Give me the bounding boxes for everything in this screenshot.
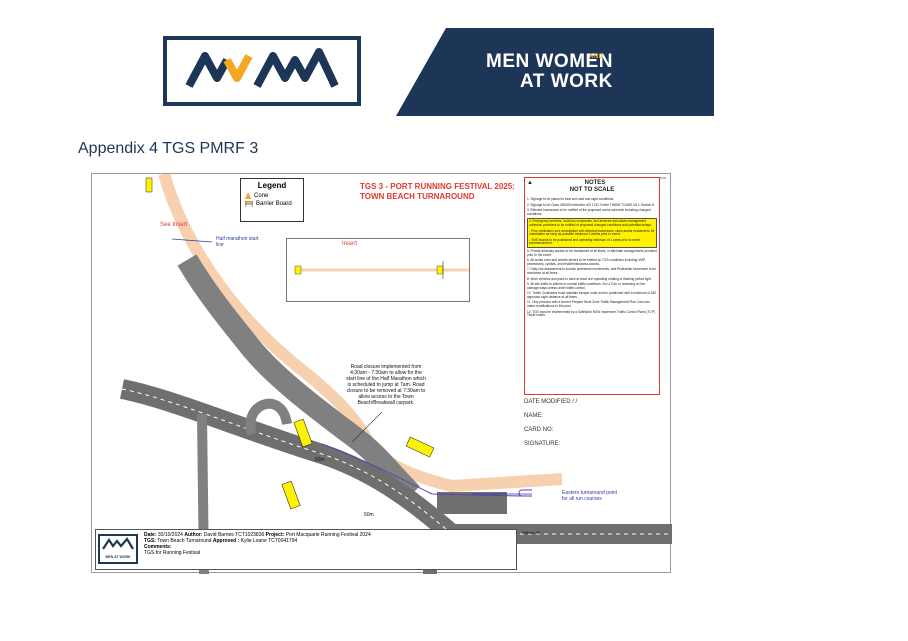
brand-and: AND (589, 54, 604, 60)
distance-label: 50m (315, 457, 325, 463)
see-insert-label: See Insert (160, 222, 188, 228)
car-park (437, 492, 507, 514)
breakwall-road (177, 254, 420, 502)
notes-title: NOTES (584, 180, 606, 186)
note-item: 9. All site traffic to adhere to normal … (527, 282, 646, 290)
appendix-title: Appendix 4 TGS PMRF 3 (78, 140, 259, 157)
insert-drawing (294, 261, 469, 279)
turnaround-icon (518, 489, 532, 497)
note-item: - Prior notification and consultation wi… (529, 228, 655, 237)
brand-name: MEN WOMEN AND AT WORK (450, 52, 710, 92)
legend-item-cone: Cone (241, 190, 303, 199)
road-closure-note: Road closure implemented from 4:30am - 7… (346, 364, 426, 406)
traffic-plan: www.tcaster.com Legend Cone Barrier Boar… (91, 173, 672, 574)
note-item: - VMS boards to be positioned and operat… (529, 237, 641, 246)
modification-form: DATE MODIFIED / / NAME: CARD NO: SIGNATU… (524, 395, 577, 451)
brand-banner (396, 28, 714, 116)
barrier-board-icon (245, 201, 253, 207)
brand-line-1: MEN WOMEN (486, 51, 613, 72)
sign-icon (145, 177, 153, 193)
cone-icon (245, 192, 251, 199)
notes-header: ▲ NOTES NOT TO SCALE (527, 180, 657, 194)
road-map-drawing (119, 174, 672, 574)
run-route (321, 443, 523, 497)
note-item: 4. Emergency services, local bus compani… (529, 219, 652, 227)
title-block-comments: TGS for Running Festival (144, 550, 201, 556)
street-label-william: William St (522, 530, 540, 535)
title-block: MEN AT WORK Date: 30/10/2024 Author: Dav… (95, 529, 517, 570)
title-block-comments-label: Comments: (144, 544, 172, 550)
note-item: 3. Effected businesses to be notified of… (527, 208, 651, 216)
title-block-line-1: Date: 30/10/2024 Author: David Barnes TC… (144, 532, 371, 538)
barrier-board-icon (293, 418, 313, 448)
legend-label: Cone (254, 192, 269, 199)
title-block-logo-text: MEN AT WORK (105, 555, 131, 559)
maw-logo-icon (185, 48, 339, 88)
legend-label: Barrier Board (256, 201, 292, 207)
note-item: 10. Traffic Controllers must maintain es… (527, 291, 657, 299)
note-item: 8. Work vehicles and plant to have at le… (527, 276, 652, 281)
maw-logo-icon (102, 537, 134, 550)
note-item: 12. TGS must be implemented by a SafeWor… (527, 309, 655, 318)
eastern-turnaround-label: Eastern turnaround point for all run cou… (562, 490, 618, 502)
notes-subtitle: NOT TO SCALE (569, 187, 615, 193)
arrow-half-marathon (171, 238, 213, 243)
plan-legend: Legend Cone Barrier Board (240, 178, 304, 222)
half-marathon-label: Half marathon start line (216, 236, 259, 248)
company-logo-box (163, 36, 361, 106)
plan-title: TGS 3 - PORT RUNNING FESTIVAL 2025: TOWN… (360, 182, 515, 201)
title-block-text: Date: 30/10/2024 Author: David Barnes TC… (144, 532, 514, 556)
legend-title: Legend (257, 181, 287, 190)
note-highlight: 4. Emergency services, local bus compani… (527, 218, 657, 248)
note-item: 7. Daily risk assessment to include pede… (527, 267, 656, 275)
note-item: 1. Signage to be placed to best suit roa… (527, 197, 615, 201)
note-item: 5. Private driveway access to be maintai… (527, 248, 657, 257)
title-block-logo: MEN AT WORK (98, 534, 138, 564)
legend-item-barrier: Barrier Board (241, 199, 303, 207)
note-item: 6. All works crew and vehicle drivers to… (527, 258, 646, 266)
name-label: NAME: (524, 413, 544, 419)
note-item: 2. Signage to be Class 400/600 reflectiv… (527, 202, 654, 207)
barrier-board-icon (281, 480, 301, 510)
insert-panel: Insert (286, 238, 470, 302)
insert-label: Insert (342, 241, 358, 247)
north-icon: ▲ (527, 180, 533, 186)
car-park-loop (245, 398, 292, 436)
title-block-line-2: TGS: Town Beach Turnaround Approved : Ky… (144, 538, 298, 544)
distance-label: 50m (364, 512, 374, 518)
arrow-road-closure (351, 411, 383, 443)
barrier-board-icon (405, 436, 435, 458)
signature-label: SIGNATURE: (524, 441, 561, 447)
date-modified-label: DATE MODIFIED / / (524, 399, 578, 405)
notes-panel: ▲ NOTES NOT TO SCALE 1. Signage to be pl… (524, 177, 660, 395)
card-no-label: CARD NO: (524, 427, 554, 433)
note-item: 11. Only persons with a current Prepare … (527, 300, 650, 309)
brand-line-2: AT WORK (520, 71, 613, 92)
